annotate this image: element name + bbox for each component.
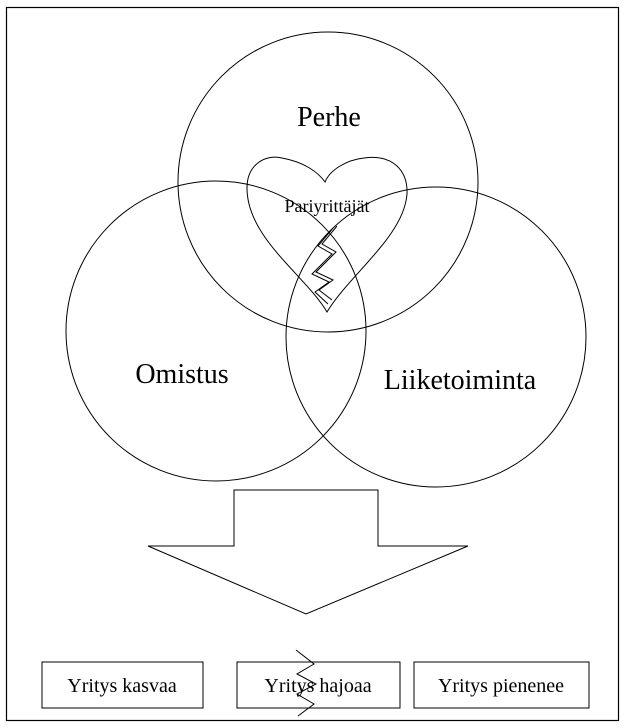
label-perhe: Perhe (297, 102, 361, 133)
outcome-pienenee: Yritys pienenee (438, 675, 564, 697)
frame-border (5, 6, 620, 722)
box-yritys-pienenee (413, 661, 590, 709)
heart-crack-edge (311, 227, 334, 305)
heart-shape (246, 156, 408, 313)
box-yritys-kasvaa (41, 661, 204, 709)
heart-crack (315, 225, 338, 301)
outcome-kasvaa: Yritys kasvaa (67, 675, 177, 697)
circle-perhe (177, 31, 479, 333)
outcome-hajoaa: Yritys hajoaa (264, 675, 371, 697)
box-yritys-hajoaa (236, 661, 401, 709)
circle-omistus (65, 180, 367, 482)
box-crack (295, 649, 318, 717)
label-liiketoiminta: Liiketoiminta (384, 365, 537, 396)
circle-liiketoiminta (285, 186, 587, 488)
label-omistus: Omistus (135, 359, 228, 390)
label-pariyrittajat: Pariyrittäjät (285, 196, 370, 216)
down-arrow (147, 489, 469, 615)
